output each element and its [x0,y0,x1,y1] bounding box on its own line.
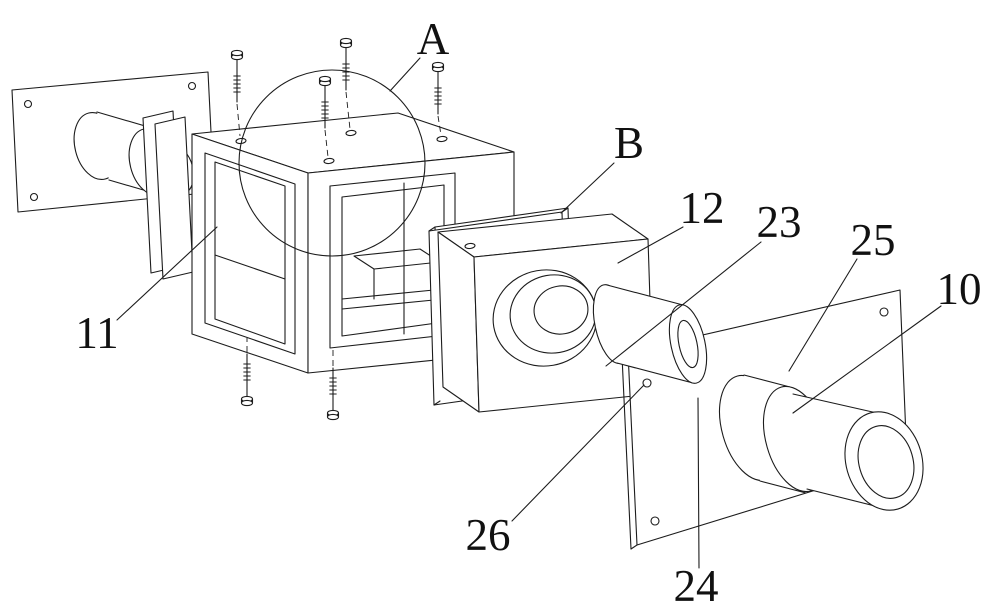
label-24: 24 [674,561,719,611]
reference-labels: A B 11 12 23 25 10 26 24 [75,14,981,611]
housing-side-window [204,152,296,355]
tube-opening [844,411,924,511]
screw-hole [323,157,335,165]
block-left-face [437,231,480,413]
plate-hole [187,81,197,91]
screw [240,353,254,407]
left-thin-plates [142,110,194,280]
screw [339,37,353,91]
leader-23 [605,241,762,367]
leader-24 [697,397,700,569]
label-25: 25 [851,215,896,265]
label-b: B [614,118,644,168]
leader-26 [511,384,645,522]
leader-lines [116,57,942,569]
label-a: A [417,14,450,64]
plate-hole [879,307,889,317]
bored-block-12 [437,213,654,413]
label-23: 23 [757,197,802,247]
leader-12 [617,226,684,264]
leader-b [560,162,615,214]
label-12: 12 [680,183,725,233]
screw-hole [345,129,357,137]
label-26: 26 [466,510,511,560]
screw-hole [436,135,448,143]
screw-hole [464,242,476,250]
leader-11 [116,226,218,321]
plate-hole [23,99,33,109]
plate-hole-26 [642,378,652,388]
fastening-screws [230,37,445,421]
leader-25 [788,258,858,372]
plate-hole [650,516,660,526]
leader-10 [792,305,942,414]
sleeve-bushing-23 [592,284,708,384]
plate-hole [29,192,39,202]
label-11: 11 [75,308,118,358]
label-10: 10 [937,264,982,314]
detail-circle-a [238,69,426,257]
leader-a [389,57,421,92]
main-tube-10 [718,374,924,511]
screw [230,49,244,103]
screw [326,367,340,421]
screw [431,61,445,115]
